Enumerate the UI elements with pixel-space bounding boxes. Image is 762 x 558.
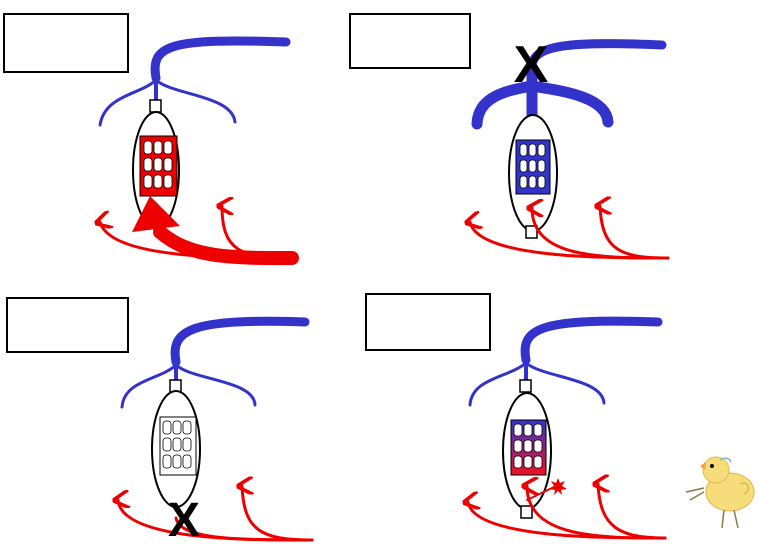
cell-block-white [159, 416, 197, 476]
panel-label-box [3, 13, 129, 73]
vein-network [471, 39, 667, 156]
cross-mark: X [168, 494, 200, 547]
cell-block-gradient [510, 419, 547, 476]
panel-bottom-left: X [6, 297, 314, 547]
valve-outflow [519, 379, 532, 393]
artery-network [468, 484, 667, 540]
cross-mark: X [514, 36, 549, 94]
artery-network [470, 206, 670, 260]
artery-network [100, 206, 299, 265]
panel-top-left [3, 13, 299, 265]
cell-block-red [139, 135, 178, 197]
chick-icon [685, 456, 755, 529]
big-arrow-head [132, 196, 180, 232]
artery-network [118, 486, 314, 542]
panel-bottom-right [365, 293, 667, 540]
panel-label-box [349, 13, 471, 69]
panel-label-box [365, 293, 491, 351]
panel-top-right: X [349, 13, 670, 260]
vein-network [468, 316, 663, 432]
valve-inflow [525, 225, 538, 239]
valve-outflow [149, 99, 162, 113]
cell-block-blue [515, 139, 551, 195]
panel-label-box [6, 297, 129, 353]
valve-inflow [520, 505, 533, 519]
starburst-icon [549, 478, 567, 495]
vein-network [120, 316, 310, 422]
